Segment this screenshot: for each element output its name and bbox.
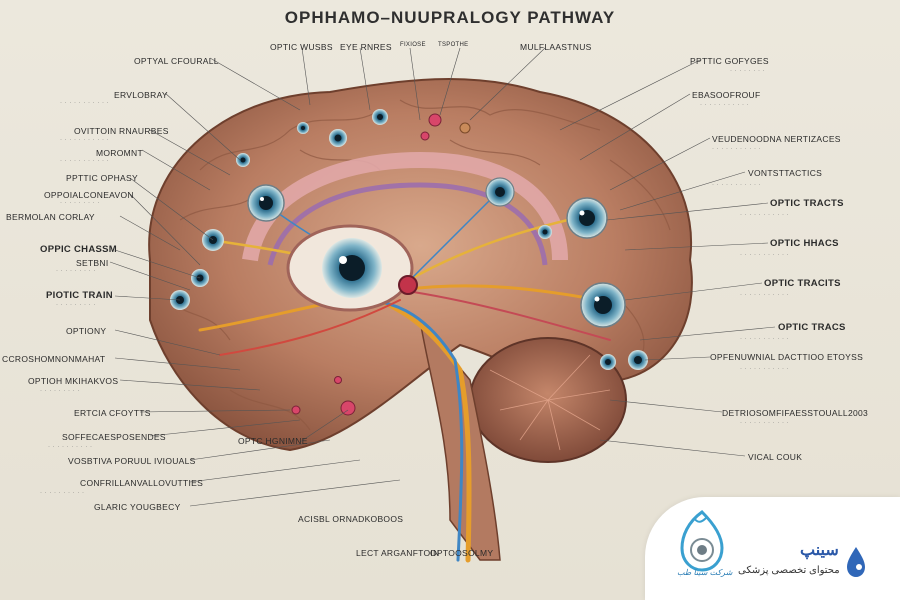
label-left-5: PPTTIC OPHASY xyxy=(66,173,138,183)
label-left-10: PIOTIC TRAIN xyxy=(46,290,113,301)
label-right-1: PPTTIC GOFYGES xyxy=(690,56,769,66)
label-right-4-sub: · · · · · · · · · · · xyxy=(712,182,762,188)
brand-badge xyxy=(645,497,900,600)
label-right-5: OPTIC TRACTS xyxy=(770,198,844,209)
label-right-6-sub: · · · · · · · · · · · xyxy=(740,252,790,258)
label-right-7: OPTIC TRACITS xyxy=(764,278,841,289)
label-right-4: VONTSTTACTICS xyxy=(748,168,823,178)
brand-tagline: محتوای تخصصی پزشکی xyxy=(738,565,840,576)
company-logo-icon xyxy=(680,510,724,572)
label-left-4: MOROMNT xyxy=(96,148,143,158)
label-right-9: OPFENUWNIAL DACTTIOO ETOYSS xyxy=(710,352,864,362)
label-left-10-sub: · · · · · · · · · xyxy=(56,302,96,308)
label-left-11: OPTIONY xyxy=(66,326,107,336)
label-right-6: OPTIC HHACS xyxy=(770,238,839,249)
label-left-3: OVITTOIN RNAURBES xyxy=(74,126,169,136)
label-left-18: GLARIC YOUGBECY xyxy=(94,502,181,512)
label-left-3-sub: · · · · · · · · · · · xyxy=(60,137,110,143)
label-left-7: BERMOLAN CORLAY xyxy=(6,212,95,222)
label-right-10: DETRIOSOMFIFAESSTOUALL2003 xyxy=(722,408,869,418)
label-left-2: ERVLOBRAY xyxy=(114,90,168,100)
diagram-title: OPHHAMO–NUUPRALOGY PATHWAY xyxy=(284,8,616,27)
label-left-12: CCROSHOMNONMAHAT xyxy=(2,354,106,364)
label-top-4: TSPOTHE xyxy=(438,42,469,48)
label-top-3: FIXIOSE xyxy=(400,42,426,48)
label-left-13: OPTIOH MKIHAKVOS xyxy=(28,376,119,386)
central-eye xyxy=(286,224,414,312)
label-right-3-sub: · · · · · · · · · · · xyxy=(712,146,762,152)
label-top-1: OPTIC WUSBS xyxy=(270,42,333,52)
label-bottom-2: LECT ARGANFTOIN xyxy=(356,548,440,558)
label-left-6-sub: · · · · · · · · · xyxy=(60,200,100,206)
label-left-14: ERTCIA CFOYTTS xyxy=(74,408,151,418)
label-right-10-sub: · · · · · · · · · · · xyxy=(740,420,790,426)
label-top-5: MULFLAASTNUS xyxy=(520,42,592,52)
label-right-2: EBASOOFROUF xyxy=(692,90,761,100)
label-top-2: EYE RNRES xyxy=(340,42,392,52)
label-bottom-1: ACISBL ORNADKOBOOS xyxy=(298,514,404,524)
brainstem xyxy=(418,317,501,561)
label-left-9-sub: · · · · · · · · · xyxy=(56,268,96,274)
label-left-9: SETBNI xyxy=(76,258,109,268)
label-left-17: CONFRILLANVALLOVUTTIES xyxy=(80,478,204,488)
label-left-6: OPPOIALCONEAVON xyxy=(44,190,134,200)
drop-icon xyxy=(847,547,865,577)
label-left-15: SOFFECAESPOSENDES xyxy=(62,432,166,442)
label-right-7-sub: · · · · · · · · · · · xyxy=(740,292,790,298)
label-right-9-sub: · · · · · · · · · · · xyxy=(740,366,790,372)
label-right-2-sub: · · · · · · · · · · · xyxy=(700,102,750,108)
logo-caption: شرکت سینا طب xyxy=(677,568,733,577)
label-left-15-sub: · · · · · · · · · · xyxy=(48,444,93,450)
nodes xyxy=(291,113,471,416)
label-left-8: OPPIC CHASSM xyxy=(40,244,117,255)
label-right-11: VICAL COUK xyxy=(748,452,803,462)
label-right-8-sub: · · · · · · · · · · · xyxy=(740,336,790,342)
label-left-17-sub: · · · · · · · · · · xyxy=(40,490,85,496)
label-left-2-sub: · · · · · · · · · · · xyxy=(60,100,110,106)
leader-lines xyxy=(109,47,776,507)
label-left-4-sub: · · · · · · · · · · · xyxy=(60,158,110,164)
label-right-1-sub: · · · · · · · · xyxy=(730,68,766,74)
chiasm-node xyxy=(398,275,418,295)
label-left-13-sub: · · · · · · · · · xyxy=(40,388,80,394)
label-right-8: OPTIC TRACS xyxy=(778,322,846,333)
small-eyes xyxy=(170,109,648,370)
label-right-5-sub: · · · · · · · · · · · xyxy=(740,212,790,218)
brand-name: سینپ xyxy=(800,542,839,559)
label-bottom-3: OPTOOSOLMY xyxy=(430,548,494,558)
label-center: OPTC HGNIMNE xyxy=(238,436,308,446)
label-left-16: VOSBTIVA PORUUL IVIOUALS xyxy=(68,456,196,466)
label-left-1: OPTYAL CFOURALL xyxy=(134,56,219,66)
label-right-3: VEUDENOODNA NERTIZACES xyxy=(712,134,841,144)
